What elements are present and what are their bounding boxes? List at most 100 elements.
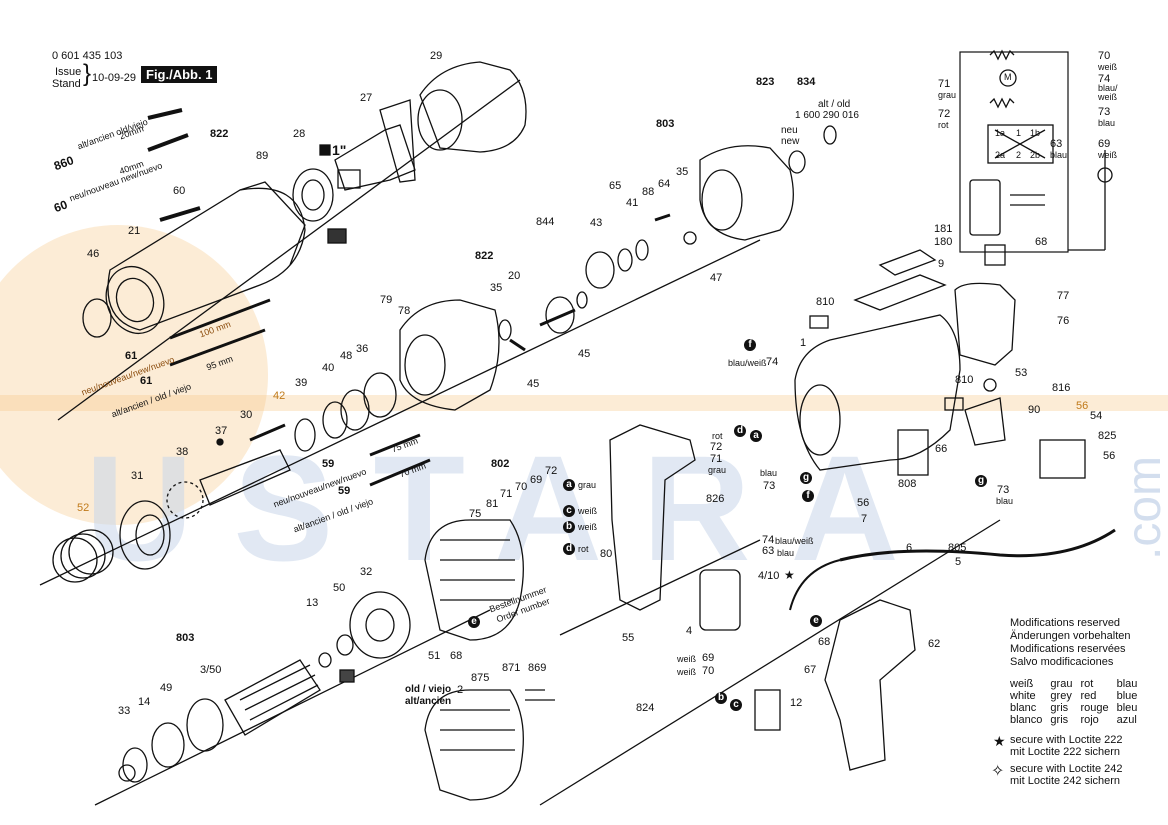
mods-en: Modifications reserved (1010, 617, 1121, 629)
callout-36: 36 (356, 343, 369, 355)
callout-29: 29 (430, 50, 443, 62)
callout-alt-ancien: alt/ancien (405, 696, 452, 707)
wire-f-badge-1: f (744, 339, 756, 351)
motor-housing-1 (794, 314, 961, 471)
callout-42: 42 (273, 390, 286, 402)
callout-71b: 71 (710, 453, 723, 465)
watermark-text: USTARA (85, 424, 939, 592)
callout-14: 14 (138, 696, 151, 708)
armature-square-icon (339, 669, 355, 683)
callout-180: 180 (934, 236, 953, 248)
cover-77 (954, 282, 1016, 366)
callout-68a: 68 (450, 650, 463, 662)
callout-43: 43 (590, 217, 603, 229)
loctite-222-en: secure with Loctite 222 (1010, 734, 1123, 746)
callout-54: 54 (1090, 410, 1103, 422)
callout-6: 6 (906, 542, 913, 554)
bearing-flange-822 (399, 299, 500, 411)
callout-12: 12 (790, 697, 803, 709)
modifications-note: Modifications reserved Änderungen vorbeh… (1010, 617, 1130, 669)
callout-73a-color: blau (996, 496, 1014, 506)
brush-cover-825 (1039, 439, 1086, 479)
wire-b-badge-2: b (715, 692, 727, 704)
field-2-old (424, 689, 524, 801)
callout-75: 75 (469, 508, 482, 520)
callout-48: 48 (340, 350, 353, 362)
callout-1in: 1" (332, 142, 347, 158)
mods-fr: Modifications reservées (1010, 643, 1126, 655)
figure-label: Fig./Abb. 1 (141, 66, 218, 83)
callout-49: 49 (160, 682, 173, 694)
schematic-label-63: 63 (1050, 138, 1063, 150)
switch-4 (699, 569, 741, 631)
callout-869: 869 (528, 662, 547, 674)
spring-53 (983, 378, 997, 392)
callout-4: 4 (686, 625, 693, 637)
callout-73b: 73 (763, 480, 776, 492)
callout-803a: 803 (656, 118, 675, 130)
callout-74a: 74 (766, 356, 779, 368)
wire-d-badge-2: d (734, 425, 746, 437)
callout-neu: neu (781, 125, 798, 136)
gear-housing-21 (105, 187, 306, 335)
mods-es: Salvo modificaciones (1010, 656, 1114, 668)
callout-73a: 73 (997, 484, 1010, 496)
callout-88: 88 (642, 186, 655, 198)
wiring-schematic (959, 49, 1113, 266)
wire-e-badge: e (468, 616, 480, 628)
schematic-label-68: 68 (1035, 236, 1048, 248)
callout-59a: 59 (322, 458, 335, 470)
callout-46: 46 (87, 248, 100, 260)
ball-37 (216, 438, 224, 446)
callout-81: 81 (486, 498, 499, 510)
square-drive-icon (327, 228, 347, 244)
callout-66: 66 (935, 443, 948, 455)
brush-810a (809, 315, 829, 329)
callout-67: 67 (804, 664, 817, 676)
armature-13 (224, 659, 321, 736)
callout-2: 2 (457, 684, 464, 696)
callout-816: 816 (1052, 382, 1071, 394)
callout-70b-color: weiß (677, 667, 697, 677)
callout-802: 802 (491, 458, 510, 470)
callout-808: 808 (898, 478, 917, 490)
callout-69b: 69 (702, 652, 715, 664)
brush-holder-old (823, 125, 837, 145)
callout-76: 76 (1057, 315, 1070, 327)
issue-label: Issue (55, 66, 82, 78)
spindle-30 (199, 423, 291, 506)
schematic-motor-icon: M (1004, 72, 1012, 82)
wire-d-badge: d (563, 543, 575, 555)
callout-70a: 70 (515, 481, 528, 493)
callout-61b: 61 (140, 375, 153, 387)
callout-5: 5 (955, 556, 962, 568)
callout-35b: 35 (676, 166, 689, 178)
circlip-65 (635, 239, 649, 261)
suppressor-12 (754, 689, 781, 731)
callout-74b: 74 (762, 534, 775, 546)
callout-33: 33 (118, 705, 131, 717)
callout-823: 823 (756, 76, 775, 88)
square-drive-27 (334, 99, 416, 191)
bearing-834 (788, 150, 806, 174)
callout-28: 28 (293, 128, 306, 140)
schematic-color-73: blau (1098, 118, 1116, 128)
loctite-222-de: mit Loctite 222 sichern (1010, 746, 1121, 758)
callout-73b-color: blau (760, 468, 778, 478)
callout-70b: 70 (702, 665, 715, 677)
callout-61a: 61 (125, 350, 138, 362)
schematic-label-70: 70 (1098, 50, 1111, 62)
callout-71b-color: grau (708, 465, 727, 475)
shaft-seal-28 (292, 168, 334, 222)
callout-52: 52 (77, 502, 90, 514)
washer-45 (576, 291, 588, 309)
bearing-50 (336, 634, 354, 656)
callout-78: 78 (398, 305, 411, 317)
callout-old-part-number: 1 600 290 016 (795, 110, 859, 121)
schematic-color-70: weiß (1098, 62, 1118, 72)
fan-3-50 (186, 698, 224, 752)
